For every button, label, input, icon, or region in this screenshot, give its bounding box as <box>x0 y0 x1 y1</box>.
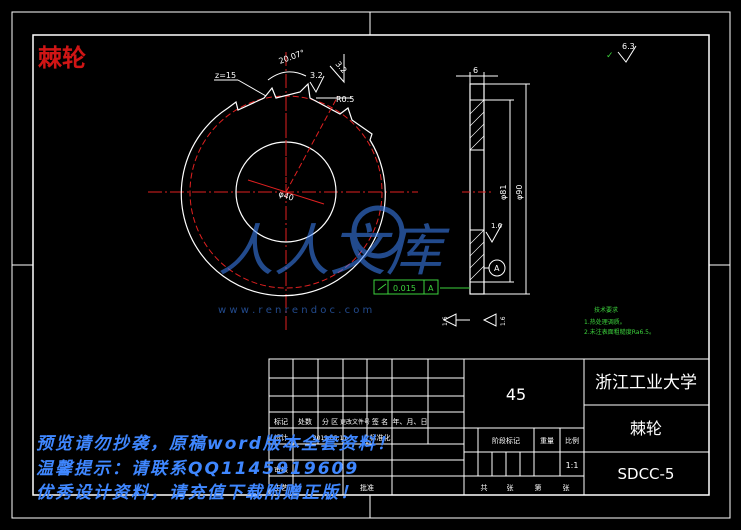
note-2: 2.未注表面粗糙度Ra6.5。 <box>584 328 655 336</box>
rev-header-4: 更改文件号 <box>340 418 370 426</box>
left-mark-label: 1.6 <box>442 316 449 326</box>
side-body <box>469 83 485 295</box>
rev-header-3: 分 区 <box>322 417 338 426</box>
rough-b-symbol <box>329 54 345 84</box>
overlay-line-2: 温馨提示：请联系QQ1145919609 <box>36 459 360 479</box>
rough-side-symbol <box>485 223 503 243</box>
rough-a-symbol <box>309 75 325 94</box>
tolerance-frame: 0.015 A <box>373 279 470 295</box>
brand-text: 人人文库 <box>218 219 450 284</box>
approve-label: 批准 <box>360 483 374 492</box>
stage-header-2: 重量 <box>540 437 554 445</box>
tolerance-datum: A <box>428 284 434 293</box>
scale-value: 1:1 <box>566 461 579 470</box>
rev-row-date: 2012.05.11 <box>313 435 348 442</box>
title-block-border <box>268 358 710 496</box>
part-name: 棘轮 <box>630 419 662 438</box>
side-marks: 1.6 1.6 <box>442 313 507 327</box>
tolerance-box <box>373 279 439 295</box>
finish-prefix-icon: ✓ <box>606 51 614 61</box>
outer-dia-b-label: φ90 <box>515 185 524 200</box>
outer-dia-a-label: φ81 <box>499 185 508 200</box>
teeth-leader <box>237 79 267 97</box>
radial-line-1 <box>285 95 339 193</box>
sheet-footer-1: 共 <box>481 483 488 492</box>
brand-logo-icon <box>351 205 405 259</box>
stage-header-3: 比例 <box>565 436 579 445</box>
role-review: 审核 <box>274 465 288 474</box>
sheet-footer-3: 第 <box>535 483 542 492</box>
rev-row-role: 设计 <box>274 433 288 442</box>
finish-symbol-icon <box>617 45 637 63</box>
finish-value: 6.3 <box>622 42 635 51</box>
radius-label: R0.5 <box>336 95 354 104</box>
front-view: φ40 z=15 20.07° 3.2 3.2 R0.5 <box>148 48 418 330</box>
rev-header-6: 年、月、日 <box>393 417 428 426</box>
rough-side-label: 1.6 <box>491 222 503 230</box>
angle-arc <box>267 71 307 81</box>
right-mark-label: 1.6 <box>500 316 507 326</box>
sheet-footer-4: 张 <box>563 483 570 492</box>
part-label: 棘轮 <box>38 44 86 72</box>
rev-header-2: 处数 <box>298 417 312 426</box>
brand-url: w w w . r e n r e n d o c . c o m <box>218 305 372 316</box>
drawing-number: SDCC-5 <box>618 465 675 483</box>
right-mark-icon <box>482 313 497 327</box>
rev-header-1: 标记 <box>274 417 288 426</box>
stage-header-1: 阶段标记 <box>492 436 520 445</box>
title-block <box>268 358 710 496</box>
material-value: 45 <box>506 385 526 404</box>
school-name: 浙江工业大学 <box>595 373 697 393</box>
side-view: 6 φ81 φ90 1.6 A <box>456 66 530 295</box>
rough-a-label: 3.2 <box>310 71 323 80</box>
brand-watermark: 人人文库 w w w . r e n r e n d o c . c o m <box>218 205 450 316</box>
width-label: 6 <box>473 66 478 75</box>
note-1: 1.热处理调质。 <box>584 318 626 326</box>
technical-notes: 技术要求 1.热处理调质。 2.未注表面粗糙度Ra6.5。 <box>584 306 655 336</box>
sheet-footer-2: 张 <box>507 483 514 492</box>
runout-arrow-icon <box>377 283 387 291</box>
teeth-count-label: z=15 <box>215 71 236 80</box>
bore-dia-label: φ40 <box>277 189 294 202</box>
title-block-text: 45 浙江工业大学 棘轮 SDCC-5 1:1 标记 处数 分 区 更改文件号 … <box>274 373 697 492</box>
datum-label: A <box>494 264 500 273</box>
bore-dim-line <box>247 179 325 205</box>
hatch-upper <box>469 99 485 151</box>
hatch-lower <box>469 229 485 281</box>
tolerance-value: 0.015 <box>393 284 416 293</box>
rev-row-standard: 标准化 <box>370 433 391 442</box>
angle-label: 20.07° <box>278 48 306 66</box>
role-process: 工艺 <box>274 484 288 492</box>
notes-title: 技术要求 <box>594 306 618 314</box>
surface-finish-mark: ✓ 6.3 <box>606 42 637 63</box>
overlay-line-3: 优秀设计资料，请充值下载附赠正版！ <box>36 483 359 503</box>
rev-header-5: 签 名 <box>372 417 388 426</box>
ratchet-outline <box>180 82 386 297</box>
overlay-line-1: 预览请勿抄袭，原稿word版本全套资料！ <box>36 434 396 454</box>
